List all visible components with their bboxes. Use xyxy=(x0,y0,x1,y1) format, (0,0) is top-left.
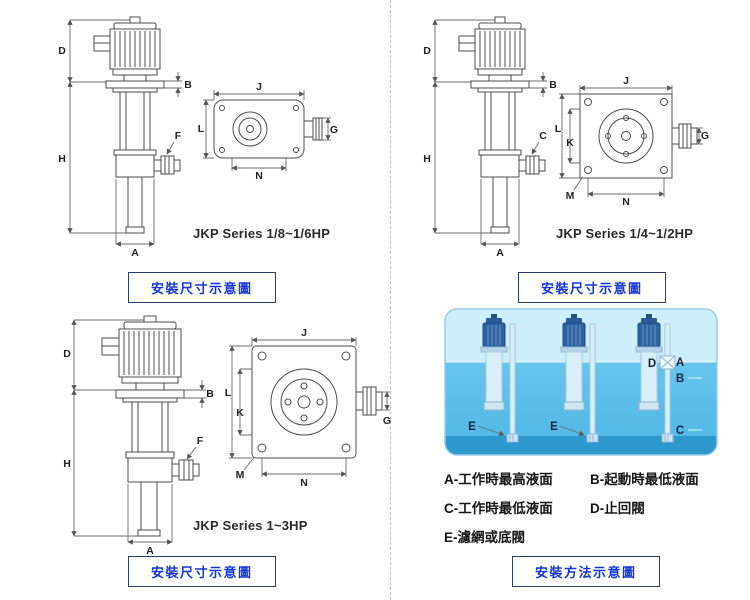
dim-label-k: K xyxy=(566,137,574,149)
dimension-lines xyxy=(432,19,547,247)
level-label-a: A xyxy=(676,357,684,369)
badge-install-dims-1: 安裝尺寸示意圖 xyxy=(128,272,276,303)
dimension-lines xyxy=(203,90,331,171)
dimension-lines xyxy=(71,319,206,545)
strainer-label-e1: E xyxy=(468,421,476,433)
suction-pipe xyxy=(589,323,596,435)
dim-label-j: J xyxy=(623,75,629,87)
dim-label-d: D xyxy=(423,45,431,57)
pump-body xyxy=(101,315,200,537)
suction-pipe xyxy=(664,323,671,435)
legend: A-工作時最高液面 B-起動時最低液面 C-工作時最低液面 D-止回閥 E-濾網… xyxy=(444,468,699,546)
dim-label-d: D xyxy=(63,348,71,360)
dim-label-l: L xyxy=(225,387,232,399)
dim-label-a: A xyxy=(131,247,139,259)
dim-label-b: B xyxy=(206,388,214,400)
pump-top-view-small: J L G N xyxy=(198,81,338,182)
legend-item-b: B-起動時最低液面 xyxy=(590,472,699,487)
badge-install-dims-2: 安裝尺寸示意圖 xyxy=(518,272,666,303)
level-label-b: B xyxy=(676,373,684,385)
installation-illustration: A B C D E E xyxy=(444,308,718,456)
dim-label-n: N xyxy=(255,170,263,182)
dim-label-d: D xyxy=(58,45,66,57)
dim-label-b: B xyxy=(184,79,192,91)
pump-unit xyxy=(480,314,519,443)
dim-label-b: B xyxy=(549,79,557,91)
dim-label-h: H xyxy=(63,458,71,470)
dim-label-a: A xyxy=(146,545,154,557)
pump-top-view-large: J L K G M N xyxy=(225,327,391,489)
pump-top-body xyxy=(579,93,698,179)
pump-top-body xyxy=(251,345,383,459)
dim-label-j: J xyxy=(256,81,262,93)
dim-label-n: N xyxy=(622,196,630,208)
pump-body xyxy=(93,16,181,234)
strainer-label-e2: E xyxy=(550,421,558,433)
badge-install-dims-3: 安裝尺寸示意圖 xyxy=(128,556,276,587)
pump-unit xyxy=(560,314,599,443)
badge-install-method: 安裝方法示意圖 xyxy=(512,556,660,587)
legend-item-d: D-止回閥 xyxy=(590,501,645,516)
legend-item-c: C-工作時最低液面 xyxy=(444,501,553,516)
level-label-c: C xyxy=(676,425,684,437)
pump-side-view-large: D H B F A xyxy=(63,315,214,557)
caption-jkp-small: JKP Series 1/8~1/6HP xyxy=(193,226,331,241)
dim-label-m: M xyxy=(566,190,575,202)
dim-label-f: F xyxy=(197,435,204,447)
dim-label-h: H xyxy=(423,153,431,165)
dim-label-f: F xyxy=(175,130,182,142)
pump-unit xyxy=(635,314,676,443)
pump-top-body xyxy=(213,99,323,159)
valve-label-d: D xyxy=(648,358,656,370)
dim-label-m: M xyxy=(236,469,245,481)
suction-pipe xyxy=(509,323,516,435)
dim-label-c: C xyxy=(539,130,547,142)
legend-item-a: A-工作時最高液面 xyxy=(444,472,553,487)
dim-label-l: L xyxy=(198,123,205,135)
column-divider xyxy=(390,0,391,600)
dim-label-a: A xyxy=(496,247,504,259)
dim-label-g: G xyxy=(383,415,391,427)
dim-label-g: G xyxy=(330,124,338,136)
legend-item-e: E-濾網或底閥 xyxy=(444,530,525,545)
pump-side-view-medium: D H B C A xyxy=(423,16,557,259)
dim-label-g: G xyxy=(701,130,709,142)
dimension-lines xyxy=(559,85,703,197)
pump-body xyxy=(458,16,546,234)
caption-jkp-medium: JKP Series 1/4~1/2HP xyxy=(556,226,694,241)
dim-label-j: J xyxy=(301,327,307,339)
dim-label-k: K xyxy=(236,407,244,419)
dimension-lines xyxy=(67,19,182,247)
pump-top-view-medium: J L K G M N xyxy=(555,75,709,208)
pump-side-view-small: D H B F A xyxy=(58,16,192,259)
dim-label-n: N xyxy=(300,477,308,489)
dim-label-h: H xyxy=(58,153,66,165)
caption-jkp-large: JKP Series 1~3HP xyxy=(193,518,308,533)
dim-label-l: L xyxy=(555,123,562,135)
